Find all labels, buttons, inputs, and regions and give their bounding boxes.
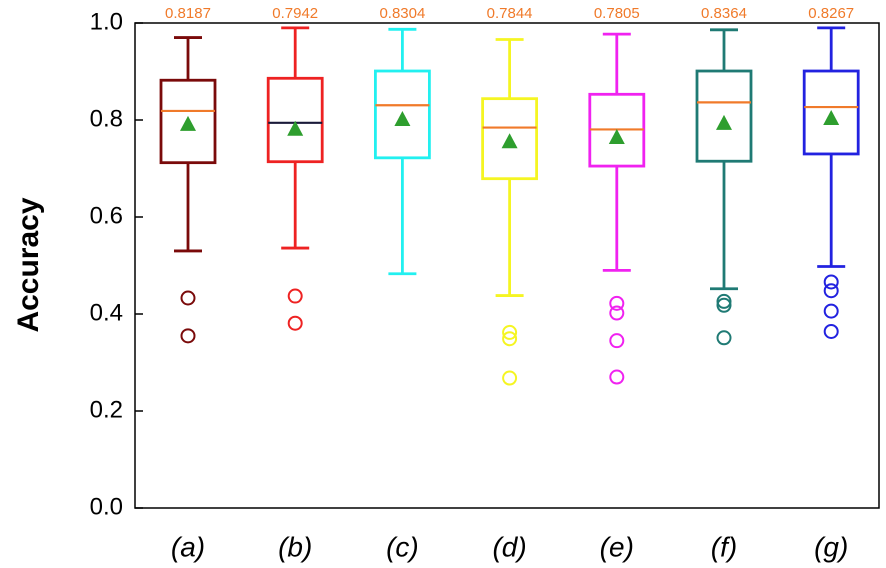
box-1: 0.8187 [159, 5, 217, 344]
outlier-point [716, 297, 732, 313]
outlier-point [609, 295, 625, 311]
mean-marker [287, 120, 304, 136]
plot-frame [134, 22, 880, 509]
category-label: (b) [278, 531, 312, 562]
outlier-point [823, 283, 839, 299]
y-tick-label: 0.0 [90, 493, 123, 520]
box-5: 0.7805 [588, 5, 646, 385]
category-label: (c) [386, 531, 419, 562]
median-value-label: 0.7942 [272, 5, 318, 22]
category-label: (f) [711, 531, 737, 562]
outlier-point [609, 305, 625, 321]
category-label: (g) [814, 531, 848, 562]
category-label: (e) [600, 531, 634, 562]
mean-marker [394, 111, 411, 126]
outlier-point [502, 370, 518, 386]
median-value-label: 0.8267 [808, 5, 854, 22]
y-axis-ticks: 0.0 0.2 0.4 0.6 0.8 1.0 [90, 8, 143, 520]
y-tick-label: 1.0 [90, 8, 123, 35]
category-label: (a) [171, 531, 205, 562]
box-iqr [802, 69, 860, 156]
box-4: 0.7844 [481, 5, 539, 386]
box-6: 0.8364 [695, 5, 753, 346]
y-tick-label: 0.8 [90, 105, 123, 132]
box-iqr [266, 76, 324, 164]
mean-marker [180, 115, 196, 131]
outlier-point [716, 293, 732, 309]
outlier-point [180, 328, 196, 344]
outlier-point [609, 369, 625, 385]
box-7: 0.8267 [802, 5, 860, 339]
outlier-point [823, 303, 839, 319]
category-label: (d) [492, 531, 526, 562]
outlier-point [609, 333, 625, 349]
outlier-point [287, 288, 303, 304]
outlier-point [823, 323, 839, 339]
outlier-point [716, 330, 732, 346]
box-iqr [373, 69, 431, 160]
mean-marker [716, 114, 732, 130]
y-tick-label: 0.4 [90, 299, 123, 326]
median-value-label: 0.7844 [487, 5, 533, 22]
median-value-label: 0.8304 [379, 5, 425, 22]
outlier-point [180, 290, 196, 306]
median-value-label: 0.8187 [165, 5, 211, 22]
mean-marker [501, 133, 518, 149]
category-labels: (a) (b) (c) (d) (e) (f) (g) [171, 531, 848, 562]
box-iqr [481, 97, 539, 181]
outlier-point [287, 315, 303, 331]
y-tick-label: 0.6 [90, 202, 123, 229]
outlier-point [502, 331, 518, 347]
mean-marker [823, 110, 840, 126]
y-axis-label: Accuracy [12, 197, 45, 332]
y-tick-label: 0.2 [90, 396, 123, 423]
outlier-point [502, 324, 518, 340]
box-iqr [159, 78, 217, 165]
outlier-point [823, 274, 839, 290]
boxes-group: 0.8187 0.7942 0.8304 0.7844 0.7805 0.8364 0.82… [159, 5, 860, 386]
box-2: 0.7942 [266, 5, 324, 331]
box-iqr [695, 69, 753, 163]
mean-marker [608, 128, 625, 144]
median-value-label: 0.7805 [594, 5, 640, 22]
box-3: 0.8304 [373, 5, 431, 276]
median-value-label: 0.8364 [701, 5, 747, 22]
